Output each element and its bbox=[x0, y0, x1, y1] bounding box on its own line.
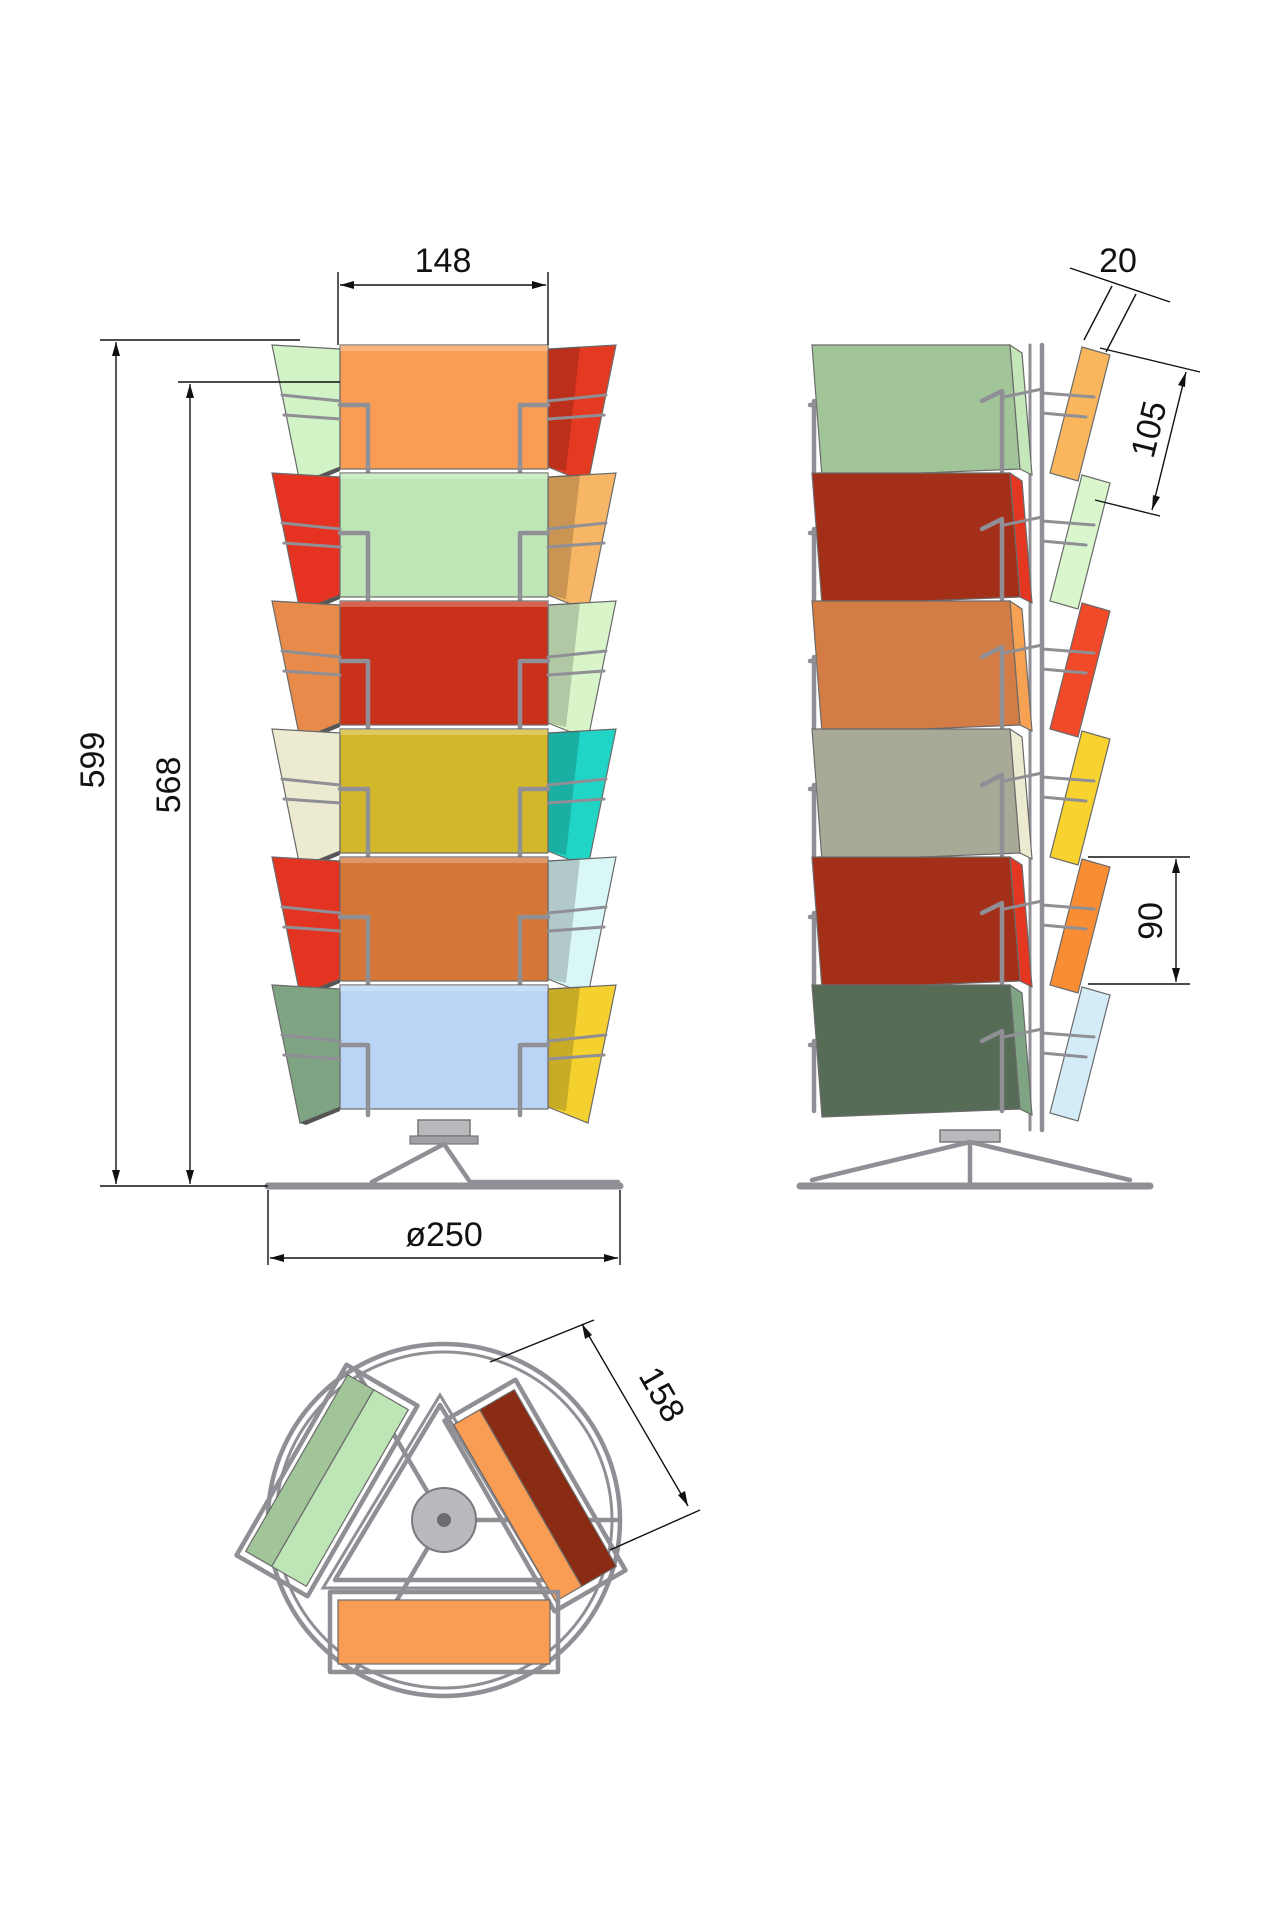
side-thin-pocket bbox=[1049, 602, 1111, 738]
top-width-label: 158 bbox=[631, 1360, 692, 1428]
front-right-pocket-shade bbox=[548, 987, 580, 1111]
front-right-pocket-shade bbox=[548, 603, 580, 727]
front-left-pocket bbox=[271, 600, 341, 740]
side-wire-arm bbox=[1002, 515, 1044, 527]
front-wire-holder bbox=[337, 786, 551, 862]
front-center-pocket bbox=[339, 856, 549, 982]
hub-axle bbox=[437, 1513, 451, 1527]
side-pocket-box bbox=[811, 856, 1021, 990]
side-dimensions: 20 105 90 bbox=[1069, 242, 1201, 985]
side-wire-holder bbox=[807, 772, 1005, 858]
front-wire-side bbox=[280, 649, 608, 677]
side-pocket-box bbox=[811, 472, 1021, 606]
front-wire-holder bbox=[337, 658, 551, 734]
side-pocket-box bbox=[811, 600, 1021, 734]
front-dimensions: 148 599 568 ø250 bbox=[74, 242, 621, 1265]
side-wire-arm bbox=[1002, 643, 1044, 655]
front-right-pocket-shade bbox=[548, 475, 580, 599]
side-pocket-box bbox=[811, 984, 1021, 1118]
front-base-legs bbox=[369, 1141, 621, 1185]
front-wire-side bbox=[280, 777, 608, 805]
side-base-legs bbox=[809, 1139, 1133, 1187]
front-right-pocket-shade bbox=[548, 347, 580, 471]
front-view bbox=[264, 344, 624, 1190]
front-wire-side bbox=[280, 905, 608, 933]
front-wire-holder bbox=[337, 914, 551, 990]
front-center-pocket-lip bbox=[340, 473, 548, 479]
side-thin-wire bbox=[1040, 775, 1096, 803]
front-left-pocket-edge bbox=[300, 1107, 340, 1125]
top-view: 158 bbox=[234, 1319, 701, 1699]
front-center-pocket bbox=[339, 728, 549, 854]
side-wire-holder bbox=[807, 388, 1005, 474]
side-pocket-box bbox=[811, 344, 1021, 478]
side-thin-pocket bbox=[1049, 474, 1111, 610]
side-wire-holder bbox=[807, 900, 1005, 986]
total-height-label: 599 bbox=[74, 732, 112, 789]
side-wire-arm bbox=[1002, 771, 1044, 783]
front-left-pocket bbox=[271, 472, 341, 612]
base-diameter-label: ø250 bbox=[405, 1216, 483, 1254]
side-thin-wire bbox=[1040, 1031, 1096, 1059]
front-right-pocket-shade bbox=[548, 859, 580, 983]
side-thin-wire bbox=[1040, 519, 1096, 547]
front-center-pocket-lip bbox=[340, 729, 548, 735]
top-pocket-green bbox=[234, 1362, 420, 1599]
top-pocket-orange bbox=[442, 1377, 628, 1614]
top-pocket-bottom bbox=[327, 1589, 561, 1675]
pocket-height-total-label: 568 bbox=[150, 757, 188, 814]
side-thin-pocket bbox=[1049, 858, 1111, 994]
front-center-pocket-lip bbox=[340, 857, 548, 863]
side-pocket-edge bbox=[1009, 855, 1033, 989]
front-center-pocket-lip bbox=[340, 345, 548, 351]
front-wire-holder bbox=[337, 530, 551, 606]
side-thin-wire bbox=[1040, 647, 1096, 675]
side-thin-wire bbox=[1040, 391, 1096, 419]
width-front-label: 148 bbox=[415, 242, 472, 280]
side-thin-pocket bbox=[1049, 986, 1111, 1122]
side-pocket-edge bbox=[1009, 599, 1033, 733]
side-wire-arm bbox=[1002, 899, 1044, 911]
front-center-pocket bbox=[339, 344, 549, 470]
front-wire-side bbox=[280, 1033, 608, 1061]
front-wire-holder bbox=[337, 1042, 551, 1118]
side-pocket-edge bbox=[1009, 471, 1033, 605]
side-pocket-edge bbox=[1009, 983, 1033, 1117]
side-thin-wire bbox=[1040, 903, 1096, 931]
side-wire-holder bbox=[807, 1028, 1005, 1114]
front-left-pocket bbox=[271, 856, 341, 996]
front-hub bbox=[417, 1119, 471, 1137]
front-center-pocket bbox=[339, 984, 549, 1110]
side-wire-arm bbox=[1002, 387, 1044, 399]
side-wire-arm bbox=[1002, 1027, 1044, 1039]
front-center-pocket-lip bbox=[340, 985, 548, 991]
front-wire-holder bbox=[337, 402, 551, 478]
front-right-pocket-shade bbox=[548, 731, 580, 855]
side-wire-holder bbox=[807, 516, 1005, 602]
front-center-pocket bbox=[339, 600, 549, 726]
front-wire-side bbox=[280, 521, 608, 549]
side-pocket-edge bbox=[1009, 343, 1033, 477]
side-view bbox=[796, 342, 1154, 1190]
front-center-pocket bbox=[339, 472, 549, 598]
front-wire-side bbox=[280, 393, 608, 421]
pocket-height-label: 90 bbox=[1132, 902, 1170, 940]
front-center-pocket-lip bbox=[340, 601, 548, 607]
side-thin-pocket bbox=[1049, 346, 1111, 482]
side-wire-holder bbox=[807, 644, 1005, 730]
front-left-pocket bbox=[271, 344, 341, 484]
front-left-pocket bbox=[271, 984, 341, 1124]
side-pocket-edge bbox=[1009, 727, 1033, 861]
front-left-pocket bbox=[271, 728, 341, 868]
depth-label: 20 bbox=[1099, 242, 1137, 280]
side-thin-pocket bbox=[1049, 730, 1111, 866]
side-pocket-box bbox=[811, 728, 1021, 862]
